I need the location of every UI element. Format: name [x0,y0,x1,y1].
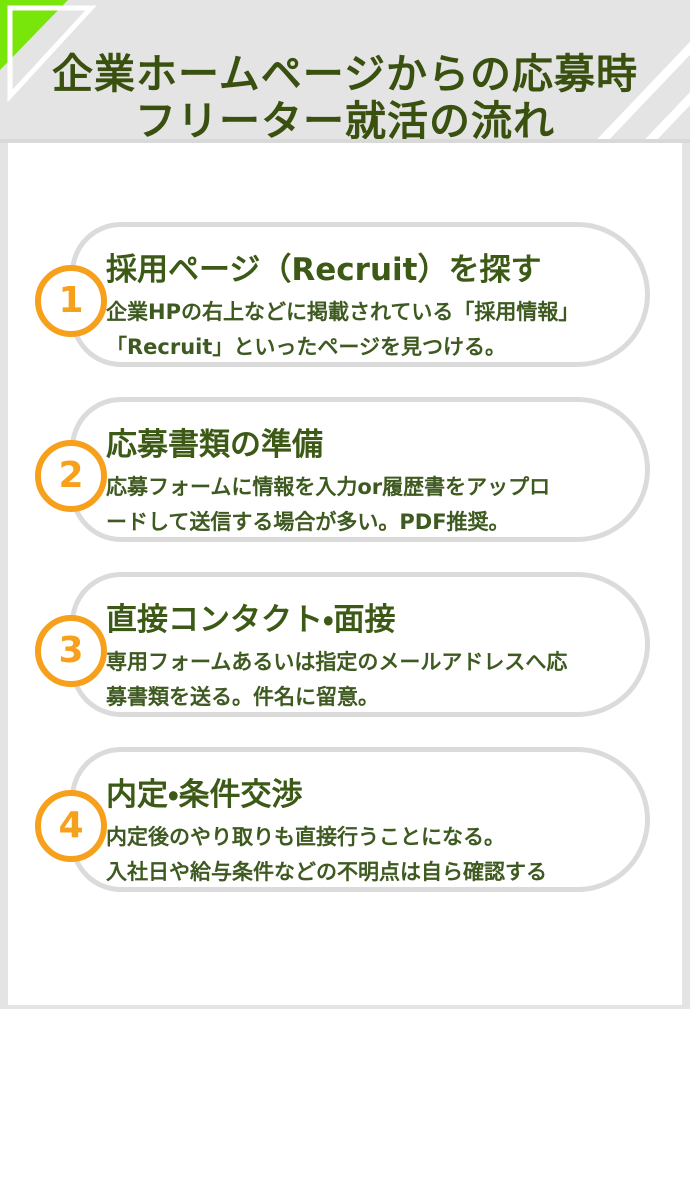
step-3-content: 直接コンタクト・面接 専用フォームあるいは指定のメールアドレスへ応 募書類を送る… [75,577,645,715]
step-1-description: 企業HPの右上などに掲載されている「採用情報」 「Recruit」といったページ… [106,300,580,359]
header: 企業ホームページからの応募時 フリーター就活の流れ [0,0,690,145]
step-3-number: 3 [58,630,84,671]
step-1-content: 採用ページ（Recruit）を探す 企業HPの右上などに掲載されている「採用情報… [75,227,645,365]
step-4-description: 内定後のやり取りも直接行うことになる。 入社日や給与条件などの不明点は自ら確認す… [106,825,547,884]
step-4-content: 内定・条件交渉 内定後のやり取りも直接行うことになる。 入社日や給与条件などの不… [75,752,645,890]
step-1-number-badge: 1 [35,265,107,337]
content-card: 1 採用ページ（Recruit）を探す 企業HPの右上などに掲載されている「採用… [8,143,682,1005]
step-2-description: 応募フォームに情報を入力or履歴書をアップロ ードして送信する場合が多い。PDF… [106,475,551,534]
diagonal-stripes-decoration [593,41,690,143]
step-4-number: 4 [58,805,84,846]
step-2-number-badge: 2 [35,440,107,512]
white-stripe-2 [641,92,690,143]
step-3-box: 3 直接コンタクト・面接 専用フォームあるいは指定のメールアドレスへ応 募書類を… [35,572,650,717]
step-1-box: 1 採用ページ（Recruit）を探す 企業HPの右上などに掲載されている「採用… [35,222,650,367]
step-2-number: 2 [58,455,84,496]
step-3-description: 専用フォームあるいは指定のメールアドレスへ応 募書類を送る。件名に留意。 [106,650,568,709]
step-2-content: 応募書類の準備 応募フォームに情報を入力or履歴書をアップロ ードして送信する場… [75,402,645,540]
step-4-box: 4 内定・条件交渉 内定後のやり取りも直接行うことになる。 入社日や給与条件など… [35,747,650,892]
page-title-line1: 企業ホームページからの応募時 [52,50,638,99]
step-3-number-badge: 3 [35,615,107,687]
white-stripe-1 [593,41,690,143]
white-outline-triangle-shape [7,5,97,103]
step-3-title: 直接コンタクト・面接 [106,602,396,638]
lime-triangle-shape [0,0,68,70]
step-2-title: 応募書類の準備 [106,427,323,463]
corner-triangle-decoration [0,0,97,103]
header-divider [0,139,690,143]
step-2-box: 2 応募書類の準備 応募フォームに情報を入力or履歴書をアップロ ードして送信す… [35,397,650,542]
page-title-line2: フリーター就活の流れ [135,97,555,146]
step-4-title: 内定・条件交渉 [106,777,303,813]
page-title: 企業ホームページからの応募時 フリーター就活の流れ [0,51,690,145]
step-1-number: 1 [58,280,84,321]
header-decorations [0,0,690,143]
step-1-title: 採用ページ（Recruit）を探す [106,252,542,288]
step-4-number-badge: 4 [35,790,107,862]
